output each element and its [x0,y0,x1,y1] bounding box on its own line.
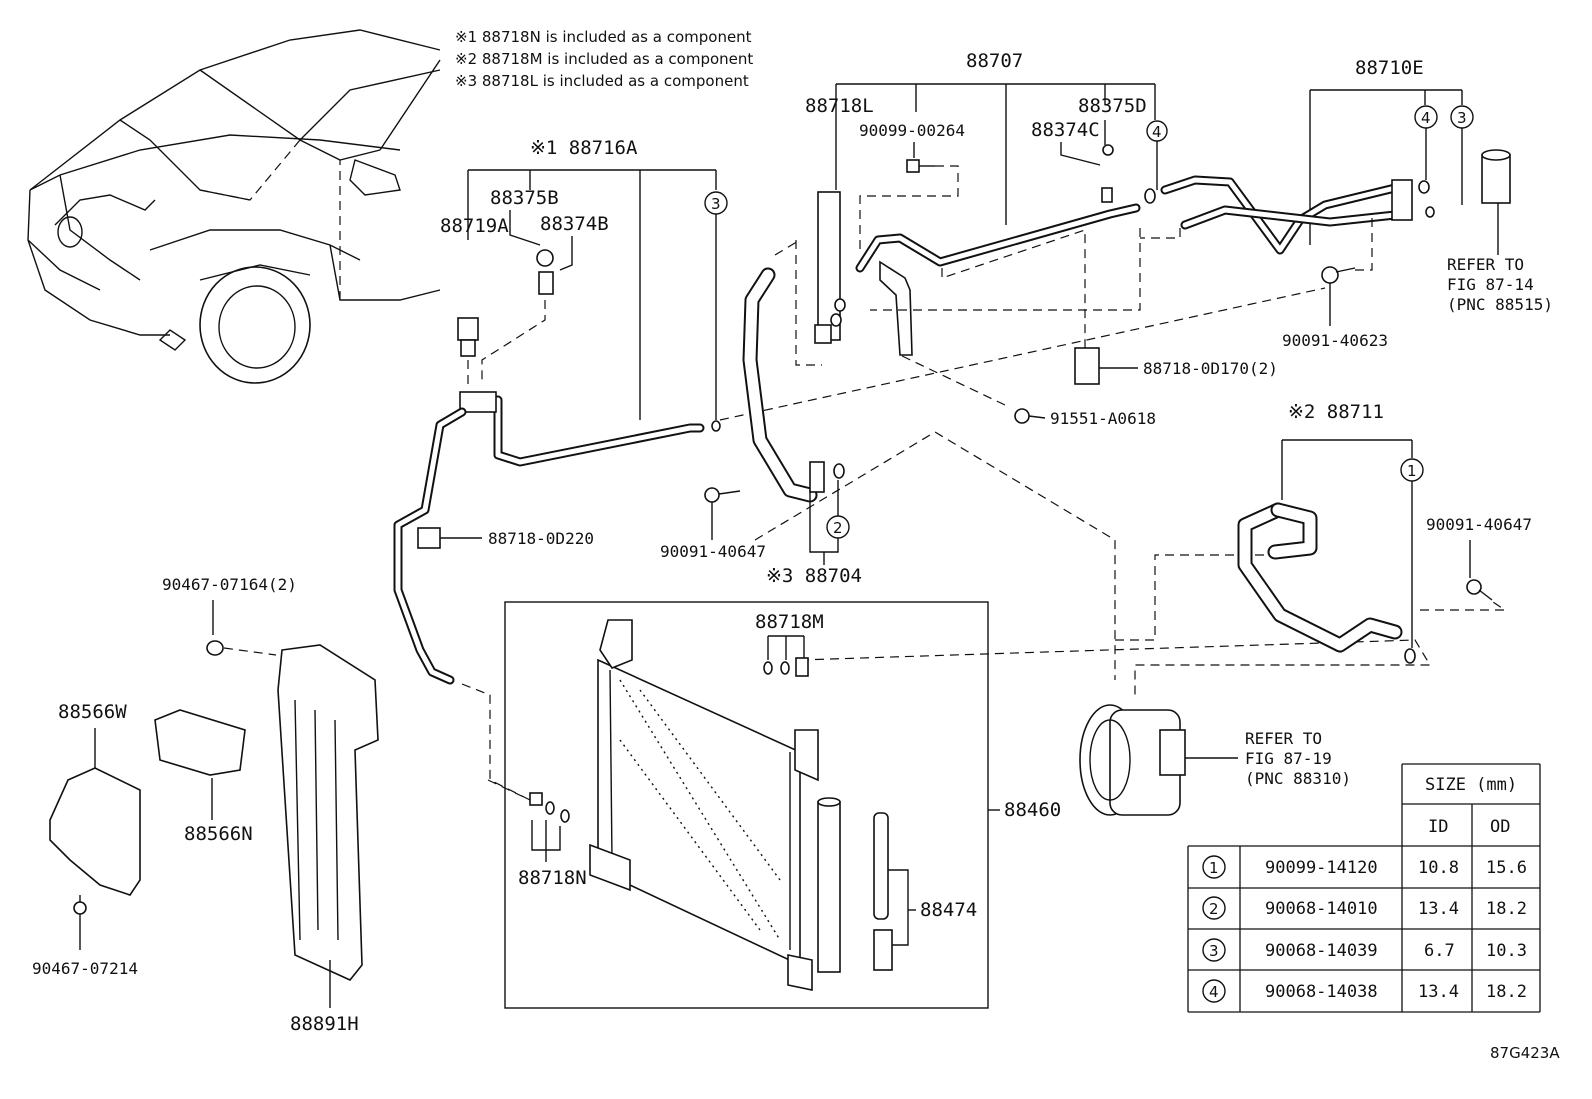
group-clamp-bolt: 88718-0D170(2) 91551-A0618 [899,347,1278,428]
label-88460[interactable]: 88460 [1004,799,1061,821]
callout-4-88707: 4 [1152,123,1162,141]
group-88711: ※2 88711 1 90091-40647 [1237,401,1532,664]
label-88718N[interactable]: 88718N [518,867,587,889]
table-col-od: OD [1490,817,1510,837]
note-2: ※2 88718M is included as a component [455,50,753,68]
label-88374B[interactable]: 88374B [540,213,609,235]
table-row-4-id: 13.4 [1418,982,1459,1002]
callout-4-88710E: 4 [1421,109,1431,127]
label-91551-A0618[interactable]: 91551-A0618 [1050,409,1156,428]
group-88460: 88460 88718M 88718N [487,601,1061,1009]
note-3: ※3 88718L is included as a component [455,72,749,90]
label-88375B[interactable]: 88375B [490,187,559,209]
table-row-4-no: 4 [1209,983,1219,1001]
table-row-1-od: 15.6 [1486,858,1527,878]
label-88718L[interactable]: 88718L [805,95,874,117]
note-1: ※1 88718N is included as a component [455,28,752,46]
label-88718-0D220[interactable]: 88718-0D220 [488,529,594,548]
table-col-id: ID [1428,817,1448,837]
callout-3-88710E: 3 [1457,109,1467,127]
table-row-3-part[interactable]: 90068-14039 [1265,941,1378,961]
table-row-4-od: 18.2 [1486,982,1527,1002]
label-90091-40647-mid[interactable]: 90091-40647 [660,542,766,561]
label-90467-07164[interactable]: 90467-07164(2) [162,575,297,594]
size-table: SIZE (mm) ID OD 1 90099-14120 10.8 15.6 … [1187,763,1541,1013]
label-90467-07214[interactable]: 90467-07214 [32,959,138,978]
ref-88310-line2[interactable]: FIG 87-19 [1245,749,1332,768]
label-88718M[interactable]: 88718M [755,611,824,633]
label-90091-40647-right[interactable]: 90091-40647 [1426,515,1532,534]
label-90099-00264[interactable]: 90099-00264 [859,121,965,140]
callout-1-88711: 1 [1407,462,1417,480]
label-88566W[interactable]: 88566W [58,701,127,723]
table-row-2-part[interactable]: 90068-14010 [1265,899,1378,919]
table-row-1-no: 1 [1209,859,1219,877]
vehicle-illustration [27,29,441,384]
group-88710E: 88710E 4 3 90091-40623 REFER TO FIG 87-1… [1140,57,1553,350]
ref-88310-line3[interactable]: (PNC 88310) [1245,769,1351,788]
label-90091-40623[interactable]: 90091-40623 [1282,331,1388,350]
label-88716A[interactable]: ※1 88716A [530,137,638,159]
part-88718L [795,191,846,366]
label-88566N[interactable]: 88566N [184,823,253,845]
label-88707[interactable]: 88707 [966,50,1023,72]
ref-88310-line1[interactable]: REFER TO [1245,729,1322,748]
group-88704: 2 ※3 88704 90091-40647 [660,239,862,587]
group-lower-left: 90467-07164(2) 88891H 88566N 88566W 9046… [32,575,379,1035]
callout-3-88716A: 3 [711,195,721,213]
table-row-1-id: 10.8 [1418,858,1459,878]
table-row-4-part[interactable]: 90068-14038 [1265,982,1378,1002]
ref-88515-line1[interactable]: REFER TO [1447,255,1524,274]
label-88375D[interactable]: 88375D [1078,95,1147,117]
label-88711[interactable]: ※2 88711 [1288,401,1384,423]
table-row-3-od: 10.3 [1486,941,1527,961]
figure-id: 87G423A [1490,1044,1560,1062]
callout-2-88704: 2 [833,519,843,537]
group-88707: 88707 88718L 90099-00264 88375D 88374C 4 [805,50,1168,360]
ref-88515-line2[interactable]: FIG 87-14 [1447,275,1534,294]
table-row-2-id: 13.4 [1418,899,1459,919]
table-row-1-part[interactable]: 90099-14120 [1265,858,1378,878]
label-88718-0D170[interactable]: 88718-0D170(2) [1143,359,1278,378]
label-88719A[interactable]: 88719A [440,215,509,237]
group-compressor: REFER TO FIG 87-19 (PNC 88310) [1079,704,1351,816]
label-88374C[interactable]: 88374C [1031,119,1100,141]
table-title: SIZE (mm) [1425,775,1517,795]
label-88474[interactable]: 88474 [920,899,977,921]
label-88710E[interactable]: 88710E [1355,57,1424,79]
table-row-3-id: 6.7 [1424,941,1455,961]
table-row-2-no: 2 [1209,900,1219,918]
label-88891H[interactable]: 88891H [290,1013,359,1035]
group-88716A: ※1 88716A 88375B 88374B 88719A 3 88718-0… [393,137,728,801]
table-row-3-no: 3 [1209,942,1219,960]
table-row-2-od: 18.2 [1486,899,1527,919]
label-88704[interactable]: ※3 88704 [766,565,862,587]
ref-88515-line3[interactable]: (PNC 88515) [1447,295,1553,314]
